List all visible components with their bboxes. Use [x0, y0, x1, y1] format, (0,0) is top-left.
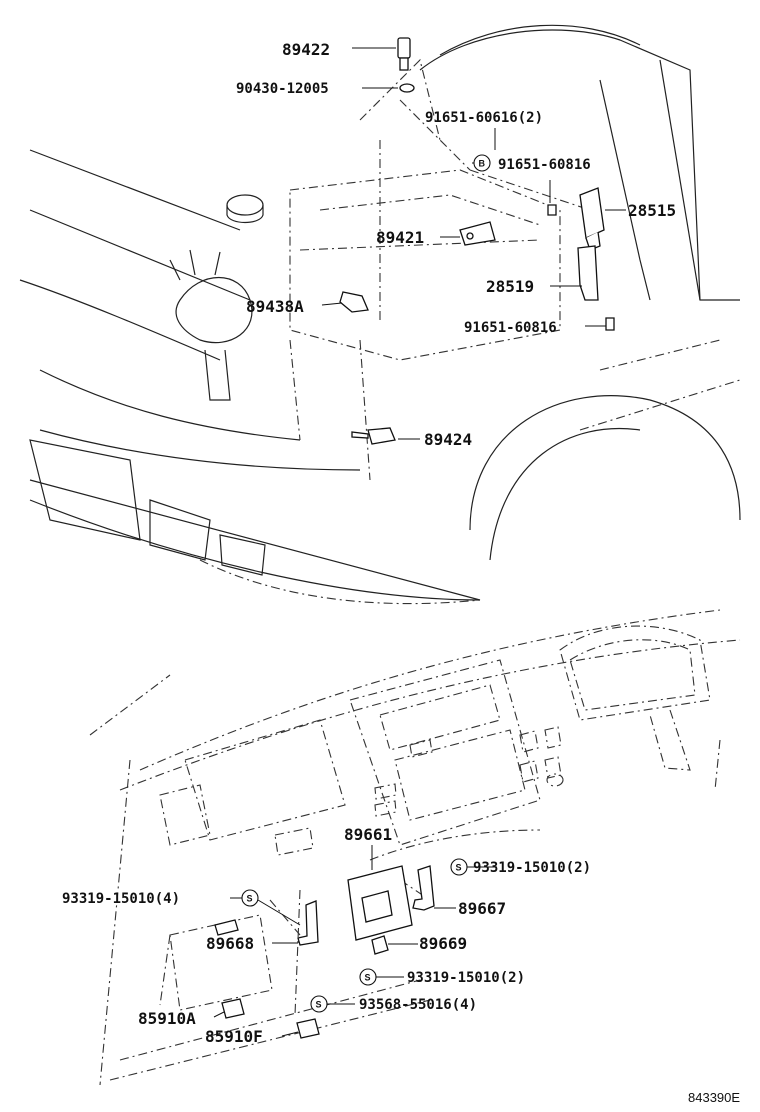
- label-93319-15010-4: 93319-15010(4): [62, 891, 180, 907]
- s-mark-lower: S: [310, 995, 328, 1013]
- b-mark-circle: B: [473, 154, 491, 172]
- part-89438A-sensor[interactable]: [339, 291, 369, 313]
- callouts-upper: [321, 47, 626, 440]
- part-89422-sensor[interactable]: [397, 37, 411, 71]
- label-93319-15010-2-lower: 93319-15010(2): [407, 970, 525, 986]
- vehicle-front-outline: [19, 24, 741, 605]
- label-91651-60816-upper: 91651-60816: [498, 157, 591, 173]
- part-89421-sensor[interactable]: [459, 221, 496, 246]
- label-89421: 89421: [376, 228, 424, 247]
- label-28515: 28515: [628, 201, 676, 220]
- bolt-91651-60816-upper[interactable]: [547, 204, 557, 216]
- label-28519: 28519: [486, 277, 534, 296]
- part-28515-relay[interactable]: [579, 187, 605, 251]
- svg-text:S: S: [247, 894, 253, 904]
- label-89661: 89661: [344, 825, 392, 844]
- part-28519-bracket[interactable]: [577, 245, 599, 301]
- label-91651-60616-2: 91651-60616(2): [425, 110, 543, 126]
- svg-text:B: B: [479, 159, 486, 169]
- bolt-91651-60816-lower[interactable]: [605, 317, 615, 331]
- diagram-code: 843390E: [688, 1090, 740, 1105]
- s-mark-middle: S: [359, 968, 377, 986]
- label-91651-60816-lower: 91651-60816: [464, 320, 557, 336]
- part-85910A-connector[interactable]: [221, 998, 245, 1019]
- s-mark-left: S: [241, 889, 259, 907]
- s-mark-upper-right: S: [450, 858, 468, 876]
- label-89669: 89669: [419, 934, 467, 953]
- label-89668: 89668: [206, 934, 254, 953]
- part-89424-sensor[interactable]: [351, 427, 396, 445]
- part-90430-12005-gasket[interactable]: [399, 83, 415, 93]
- label-89422: 89422: [282, 40, 330, 59]
- svg-text:S: S: [316, 1000, 322, 1010]
- svg-text:S: S: [365, 973, 371, 983]
- label-93568-55016-4: 93568-55016(4): [359, 997, 477, 1013]
- part-junction-block: [169, 914, 273, 1011]
- part-89669-bracket[interactable]: [371, 935, 389, 955]
- label-89424: 89424: [424, 430, 472, 449]
- part-89661-ecu[interactable]: [347, 865, 413, 941]
- label-85910A: 85910A: [138, 1009, 196, 1028]
- part-89668-bracket[interactable]: [297, 900, 319, 946]
- label-90430-12005: 90430-12005: [236, 81, 329, 97]
- part-85910F-connector[interactable]: [296, 1018, 320, 1039]
- svg-text:S: S: [456, 863, 462, 873]
- label-93319-15010-2-upper: 93319-15010(2): [473, 860, 591, 876]
- callouts-lower: [213, 845, 497, 1037]
- label-85910F: 85910F: [205, 1027, 263, 1046]
- label-89667: 89667: [458, 899, 506, 918]
- part-89667-bracket[interactable]: [412, 865, 435, 911]
- dashboard-outline: [89, 609, 741, 1086]
- label-89438A: 89438A: [246, 297, 304, 316]
